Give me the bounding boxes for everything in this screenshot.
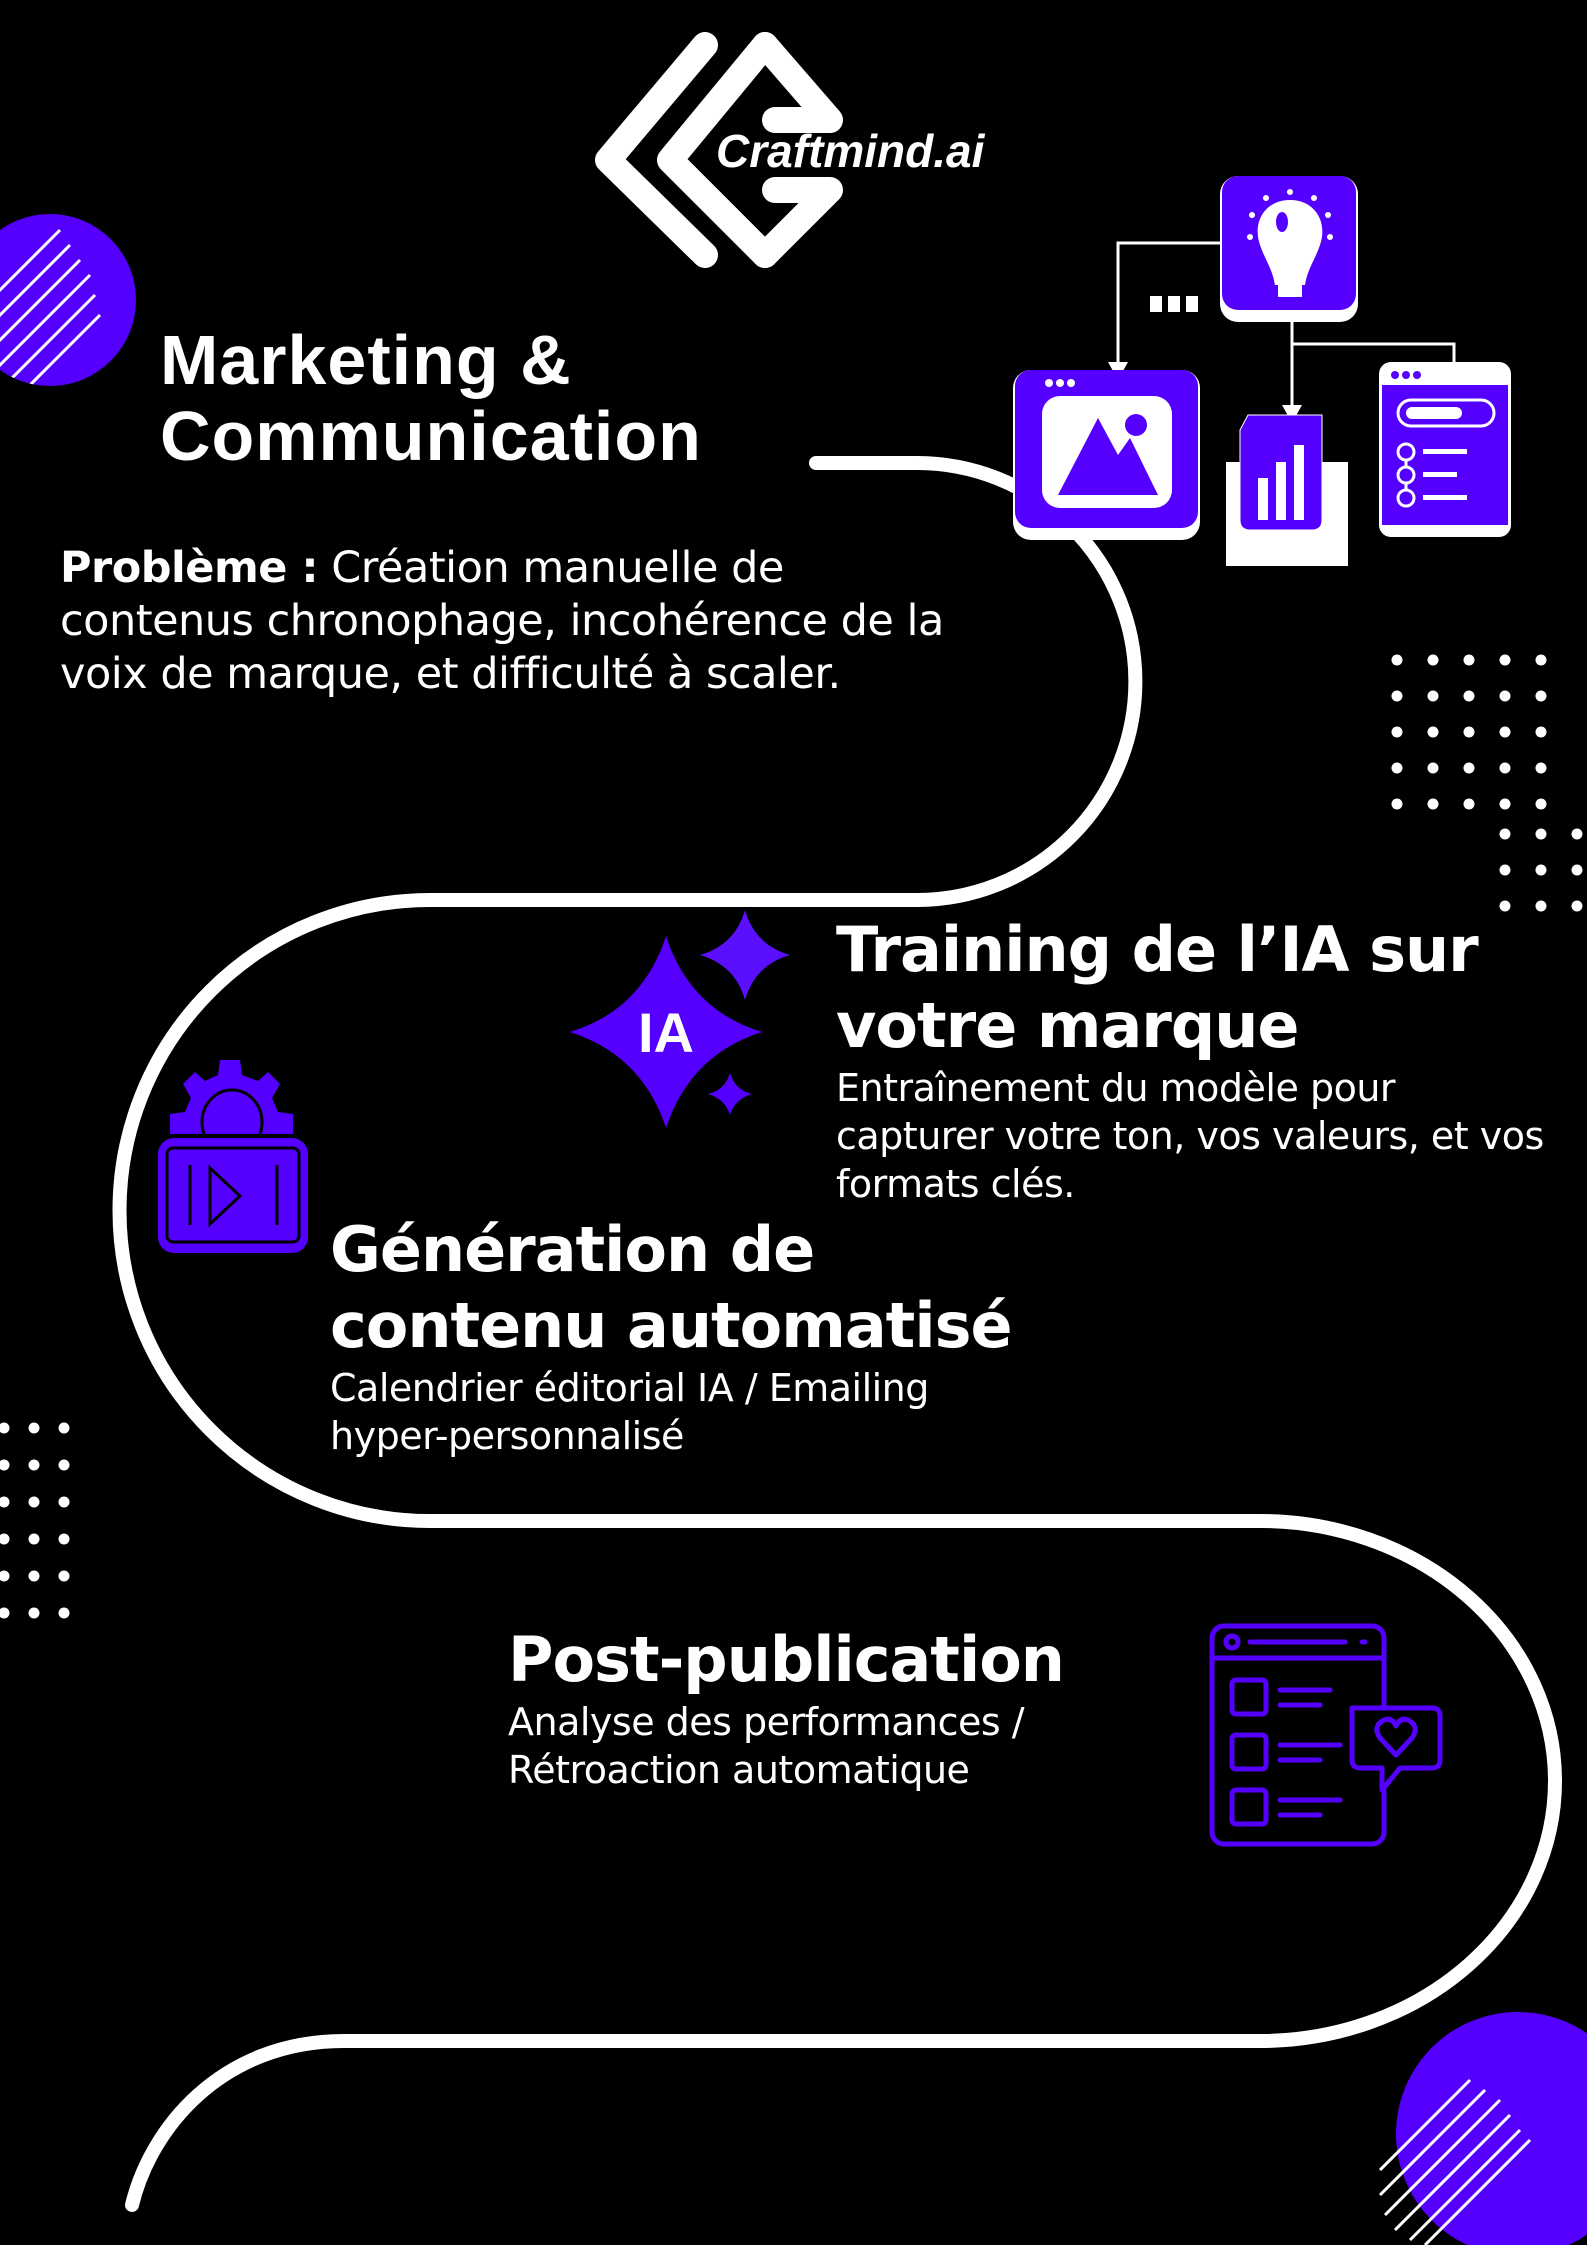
step-title: Post-publication [508,1623,1065,1696]
gear-video-icon [158,1060,308,1253]
dot [58,1459,70,1471]
dot [58,1533,70,1545]
step-generation: Génération de contenu automatisé Calendr… [330,1212,1230,1460]
timeline-path [112,456,1562,2212]
process-illustration [1013,176,1511,566]
dot [28,1607,40,1619]
dot [1427,690,1439,702]
dot [58,1496,70,1508]
chart-document-icon [1226,414,1348,566]
dot [1499,900,1511,912]
step-training: Training de l’IA sur votre marque Entraî… [836,912,1576,1208]
dot [28,1422,40,1434]
dot [28,1533,40,1545]
dot [58,1607,70,1619]
dot [1391,654,1403,666]
dot [1391,798,1403,810]
dot [1463,798,1475,810]
step-title-line1: Training de l’IA sur [836,913,1479,986]
dot [0,1496,10,1508]
dot [1571,900,1583,912]
step-title-line1: Génération de [330,1213,815,1286]
dot [1535,828,1547,840]
brand-name: Craftmind.ai [716,125,985,177]
dot [28,1496,40,1508]
craftmind-logo [595,32,843,268]
step-description: Entraînement du modèle pour capturer vot… [836,1066,1544,1206]
dot-grid-left [0,1422,70,1619]
dot [1463,726,1475,738]
dot [1571,828,1583,840]
dot [1535,726,1547,738]
decorative-circle-bottom-right [1378,2012,1587,2245]
step-title-line2: votre marque [836,989,1299,1062]
dot [1499,690,1511,702]
dot [1391,762,1403,774]
dot [1499,864,1511,876]
dot [28,1570,40,1582]
dot [58,1422,70,1434]
dot [1463,690,1475,702]
problem-text: Création manuelle de contenus chronophag… [60,543,944,699]
problem-statement: Problème : Création manuelle de contenus… [60,542,980,701]
dot [1535,654,1547,666]
problem-label: Problème : [60,543,319,593]
page-title-line2: Communication [160,397,702,475]
step-post-publication: Post-publication Analyse des performance… [508,1622,1188,1794]
step-description-line2: hyper-personnalisé [330,1414,684,1458]
list-window-icon [1379,362,1511,537]
ia-label: IA [638,1001,694,1064]
dot [1499,762,1511,774]
dot [1535,762,1547,774]
dot [1535,798,1547,810]
feedback-list-heart-icon [1209,1623,1443,1847]
dot [1535,900,1547,912]
dot [1427,762,1439,774]
dot [1391,726,1403,738]
dot [58,1570,70,1582]
dot [0,1533,10,1545]
dot [1535,690,1547,702]
dot [0,1607,10,1619]
step-description-line2: Rétroaction automatique [508,1748,970,1792]
step-title-line2: contenu automatisé [330,1289,1013,1362]
decorative-circle-top-left [0,214,136,386]
dot [1391,690,1403,702]
dot [1499,726,1511,738]
page-title-line1: Marketing & [160,321,572,399]
dot [1463,654,1475,666]
dot [1463,762,1475,774]
dot [1427,654,1439,666]
lightbulb-icon [1220,176,1358,322]
dot [1535,864,1547,876]
page-title: Marketing & Communication [160,322,702,474]
dot [1499,654,1511,666]
dot [1499,798,1511,810]
dot-grid-right [1391,654,1583,912]
dot [28,1459,40,1471]
step-description-line1: Calendrier éditorial IA / Emailing [330,1366,929,1410]
dot [1427,798,1439,810]
dot [1427,726,1439,738]
dot [1571,864,1583,876]
dot [1499,828,1511,840]
sparkle-ia-icon: IA [570,910,790,1128]
dot [0,1459,10,1471]
dot [0,1422,10,1434]
image-window-icon [1013,370,1200,540]
dot [0,1570,10,1582]
step-description-line1: Analyse des performances / [508,1700,1025,1744]
